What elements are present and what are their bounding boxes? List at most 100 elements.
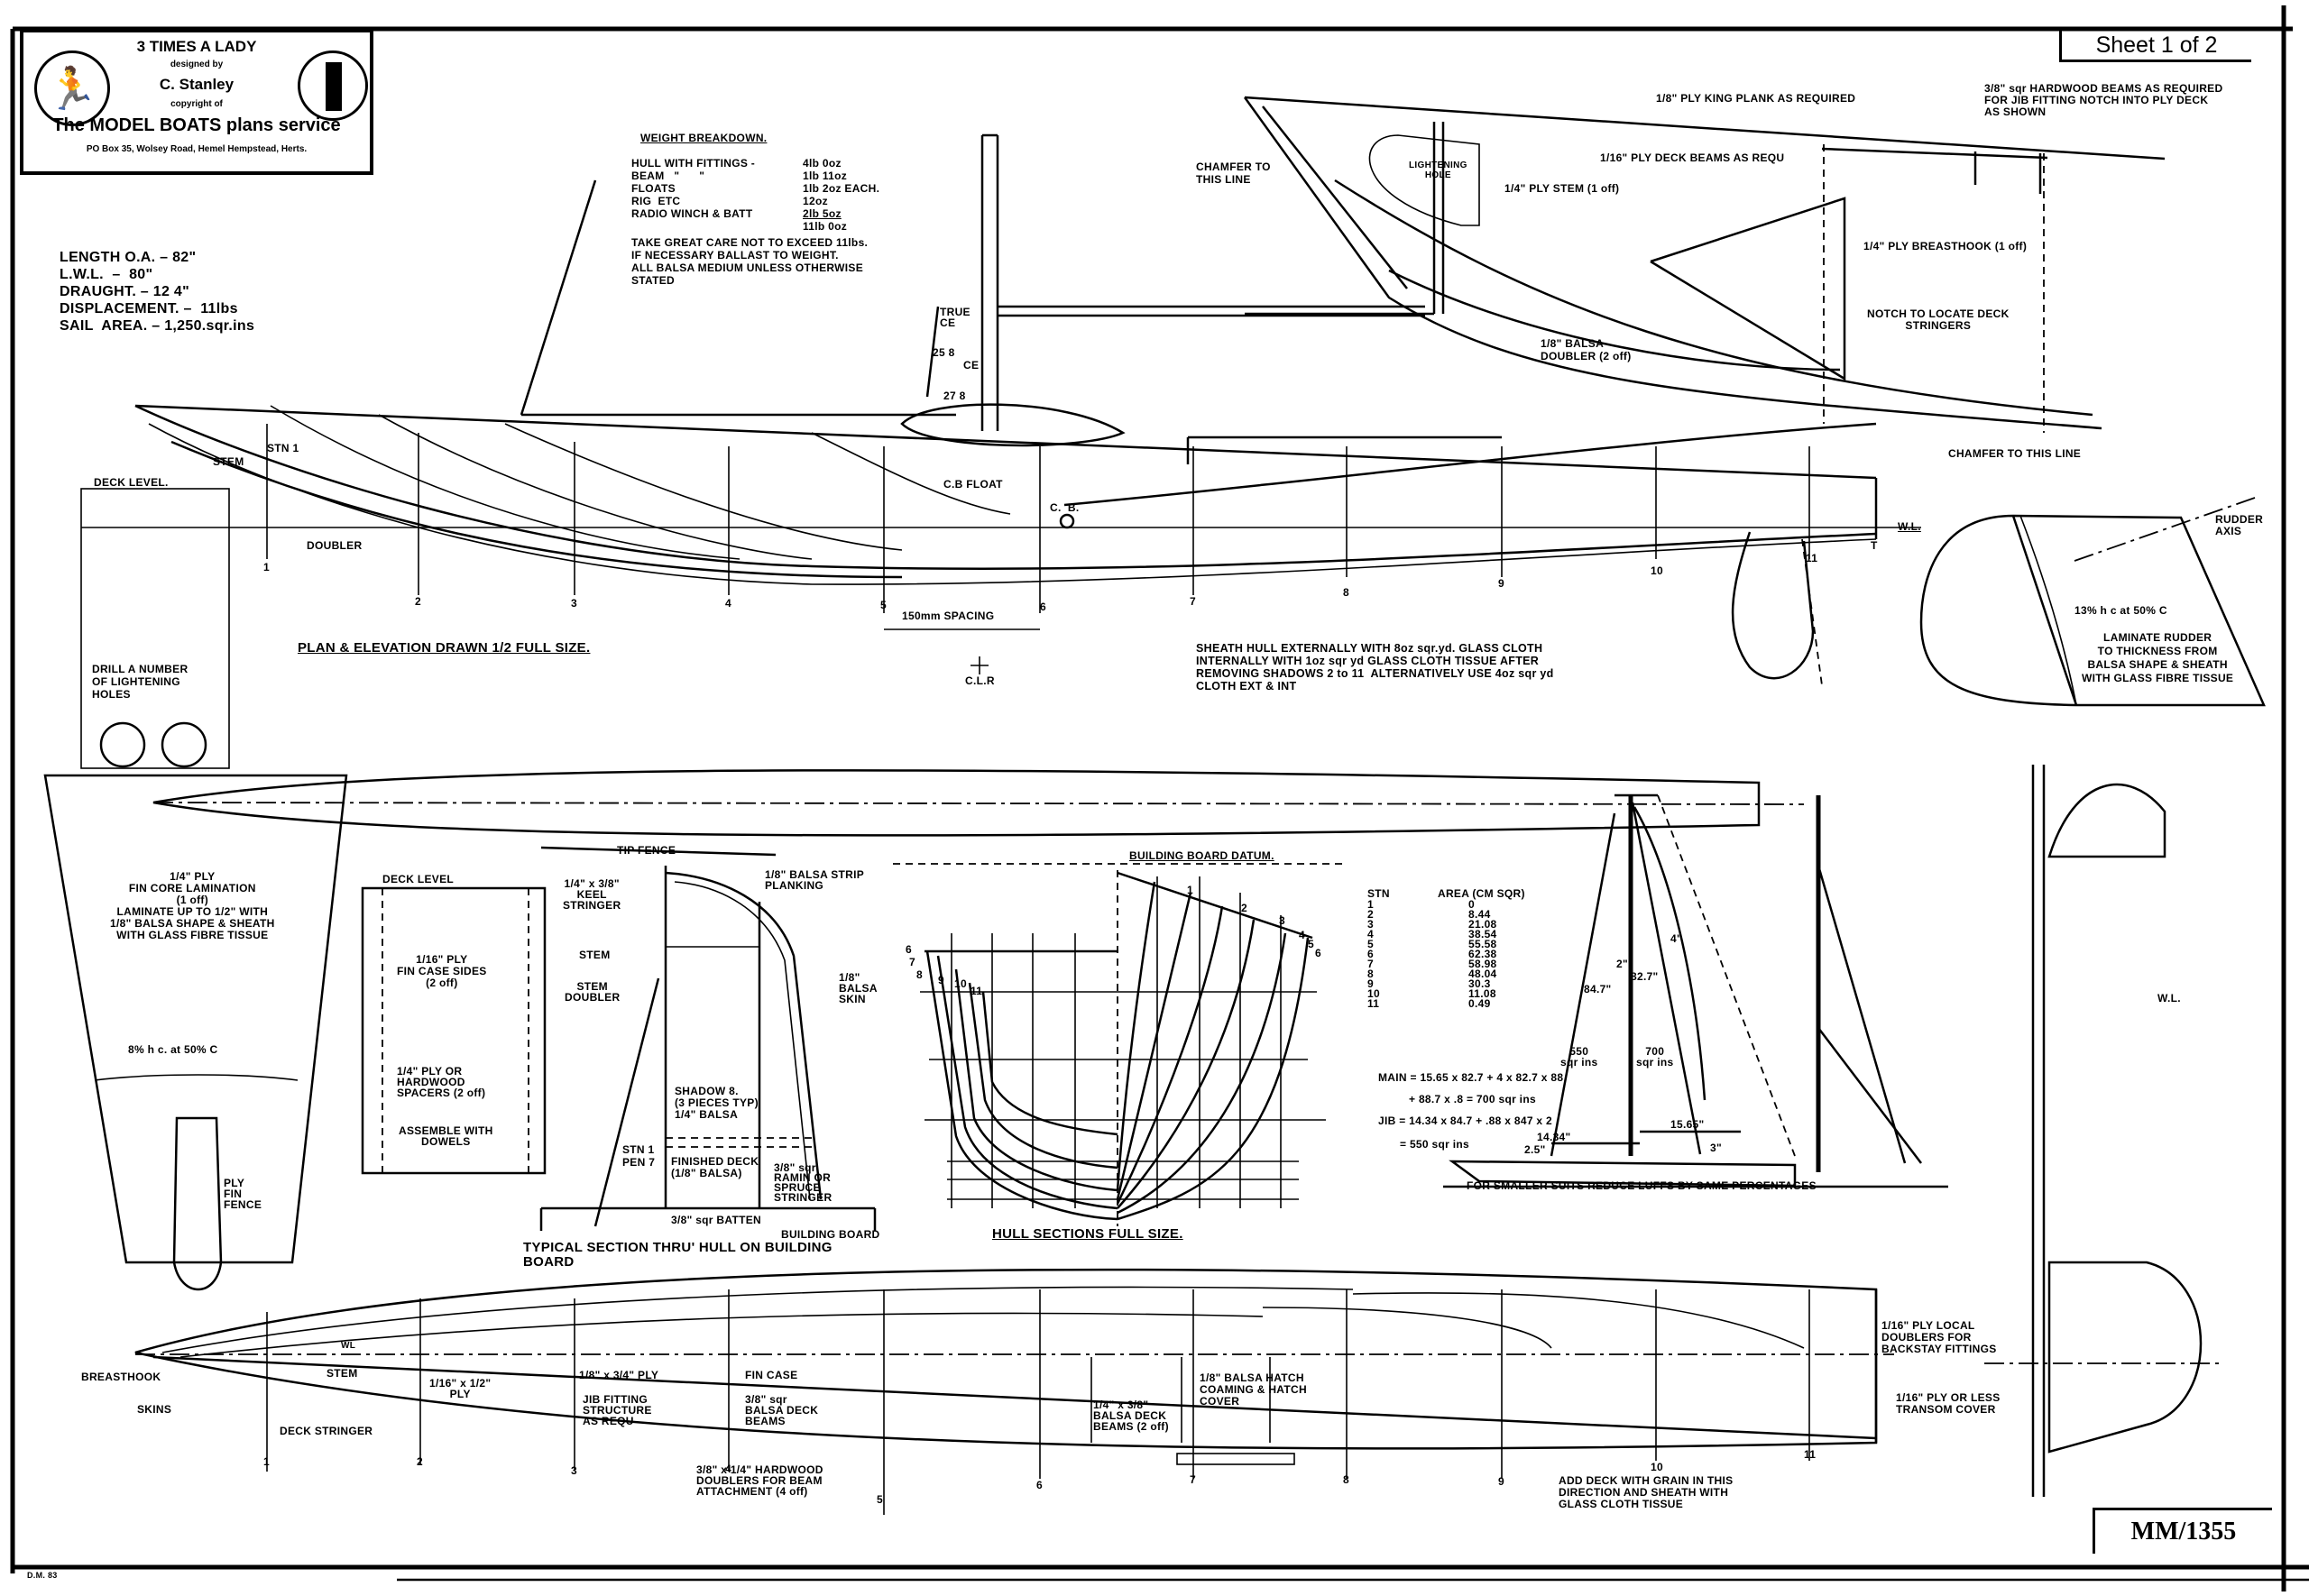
fin-core-note: 1/4" PLY FIN CORE LAMINATION (1 off) LAM… (110, 870, 275, 941)
balsa-doubler-label: 1/8" BALSA DOUBLER (2 off) (1541, 337, 1632, 362)
hull-plan-view (134, 1268, 1894, 1515)
sheet-border (10, 5, 2309, 1591)
running-figure-icon: 🏃 (34, 50, 110, 126)
deck-beams-label: 1/16" PLY DECK BEAMS AS REQU (1600, 151, 1785, 164)
station-number: 10 (1651, 564, 1663, 577)
weight-note: STATED (631, 274, 676, 287)
dim-27-8: 27 8 (943, 390, 966, 402)
spec-draught: DRAUGHT. – 12 4" (60, 284, 189, 299)
weight-total: 11lb 0oz (803, 220, 848, 233)
deck-level-label: DECK LEVEL. (94, 476, 169, 489)
station-number: 8 (916, 968, 923, 981)
spec-lwl: L.W.L. – 80" (60, 267, 153, 282)
typical-section-caption: TYPICAL SECTION THRU' HULL ON BUILDING B… (523, 1240, 833, 1270)
station-number: 2 (417, 1455, 423, 1468)
station-number: 11 (1804, 1448, 1817, 1461)
weight-note: ALL BALSA MEDIUM UNLESS OTHERWISE (631, 261, 864, 274)
fin-fence-label: PLY FIN FENCE (224, 1177, 262, 1211)
station-number: 5 (1308, 938, 1314, 950)
building-board-label: BUILDING BOARD (781, 1228, 880, 1241)
station-spacing-label: 150mm SPACING (902, 610, 995, 622)
station-number: 9 (938, 974, 944, 986)
publisher: The MODEL BOATS plans service (52, 115, 341, 135)
breasthook-label: 1/4" PLY BREASTHOOK (1 off) (1863, 240, 2028, 252)
main-tack-label: 3" (1710, 1142, 1722, 1154)
station-number: 4 (725, 597, 731, 610)
fin-template (43, 774, 348, 1291)
station-number: 1 (1187, 884, 1193, 896)
assemble-label: ASSEMBLE WITH DOWELS (399, 1124, 493, 1148)
chamfer-label: CHAMFER TO THIS LINE (1196, 161, 1271, 186)
fin-section-label: 8% h c. at 50% C (128, 1043, 218, 1056)
elevation-hull (81, 404, 1921, 686)
float-plan (152, 769, 1805, 837)
rudder-axis-label: RUDDER AXIS (2215, 513, 2264, 537)
main-area-calc: MAIN = 15.65 x 82.7 + 4 x 82.7 x 88 (1378, 1071, 1564, 1084)
spec-sail-area: SAIL AREA. – 1,250.sqr.ins (60, 318, 255, 334)
station-number: 6 (1036, 1479, 1043, 1491)
mast-dim-2: 4" (1670, 932, 1682, 945)
pv-transom-label: 1/16" PLY OR LESS TRANSOM COVER (1896, 1391, 2001, 1416)
rudder-detail (1919, 497, 2266, 707)
sail-plan (1443, 793, 1948, 1188)
fin-case-deck-level: DECK LEVEL (382, 873, 455, 885)
pv-fin-case-label: FIN CASE (745, 1369, 798, 1381)
station-number: 9 (1498, 577, 1504, 590)
stem-label: STEM (213, 455, 244, 468)
station-number: 6 (1040, 601, 1046, 613)
station-number: 9 (1498, 1475, 1504, 1488)
cb-float-label: C.B FLOAT (943, 478, 1003, 491)
mast-dim-1: 2" (1616, 958, 1628, 970)
station-number: 3 (571, 1464, 577, 1477)
sheathing-note: SHEATH HULL EXTERNALLY WITH 8oz sqr.yd. … (1196, 642, 1554, 693)
station-number: 2 (1241, 902, 1247, 914)
pv-ply-label: 1/16" x 1/2" PLY (429, 1377, 492, 1400)
pv-skins-label: SKINS (137, 1403, 172, 1416)
transom-t-label: T (1871, 539, 1878, 552)
batten-label: 3/8" sqr BATTEN (671, 1214, 761, 1226)
station-number: 4 (725, 1463, 731, 1475)
finished-deck-label: FINISHED DECK (1/8" BALSA) (671, 1155, 759, 1179)
stringer-label: 3/8" sqr RAMIN OR SPRUCE STRINGER (774, 1161, 833, 1204)
sheet-number: Sheet 1 of 2 (2059, 31, 2251, 62)
plan-elevation-caption: PLAN & ELEVATION DRAWN 1/2 FULL SIZE. (298, 640, 591, 656)
spacers-label: 1/4" PLY OR HARDWOOD SPACERS (2 off) (397, 1065, 486, 1099)
planking-label: 1/8" BALSA STRIP PLANKING (765, 868, 865, 892)
wl-label: W.L. (1898, 520, 1921, 533)
jib-tack-label: 2.5" (1524, 1143, 1546, 1156)
jib-area-calc-2: = 550 sqr ins (1400, 1138, 1469, 1151)
principal-dimensions: LENGTH O.A. – 82" L.W.L. – 80" DRAUGHT. … (60, 249, 254, 335)
publisher-address: PO Box 35, Wolsey Road, Hemel Hempstead,… (86, 144, 308, 154)
station-number: 1 (263, 1455, 270, 1468)
typical-section (539, 846, 877, 1231)
pv-local-doublers-label: 1/16" PLY LOCAL DOUBLERS FOR BACKSTAY FI… (1881, 1319, 1997, 1355)
sail-reduction-note: FOR SMALLER SUITS REDUCE LUFFS BY SAME P… (1467, 1179, 1817, 1192)
keel-stringer-label: 1/4" x 3/8" KEEL STRINGER (563, 877, 621, 912)
spec-displacement: DISPLACEMENT. – 11lbs (60, 301, 238, 316)
notch-label: NOTCH TO LOCATE DECK STRINGERS (1867, 307, 2010, 332)
weight-title: WEIGHT BREAKDOWN. (640, 132, 768, 144)
weight-note: TAKE GREAT CARE NOT TO EXCEED 11lbs. (631, 236, 869, 249)
area-header: AREA (CM SQR) (1438, 887, 1525, 900)
pv-stem-label: STEM (327, 1367, 358, 1380)
cb-label: C. B. (1050, 501, 1080, 514)
station-number: 8 (1343, 586, 1349, 599)
pv-balsa-deck-beams-label: 1/4" x 3/8" BALSA DECK BEAMS (2 off) (1093, 1399, 1169, 1433)
pv-jib-fitting-label: JIB FITTING STRUCTURE AS REQU (583, 1393, 652, 1427)
pv-deck-beams-label: 3/8" sqr BALSA DECK BEAMS (745, 1393, 819, 1427)
ply-stem-label: 1/4" PLY STEM (1 off) (1504, 182, 1620, 195)
fin-case-sides-label: 1/16" PLY FIN CASE SIDES (2 off) (397, 953, 487, 989)
jib-area-calc: JIB = 14.34 x 84.7 + .88 x 847 x 2 (1378, 1114, 1553, 1127)
pv-deck-stringer-label: DECK STRINGER (280, 1425, 373, 1437)
station-number: 7 (1190, 595, 1196, 608)
designed-by-label: designed by (170, 60, 224, 69)
main-luff-label: 82.7" (1631, 970, 1659, 983)
drawn-by: D.M. 83 (27, 1571, 58, 1580)
balsa-skin-label: 1/8" BALSA SKIN (839, 971, 878, 1005)
